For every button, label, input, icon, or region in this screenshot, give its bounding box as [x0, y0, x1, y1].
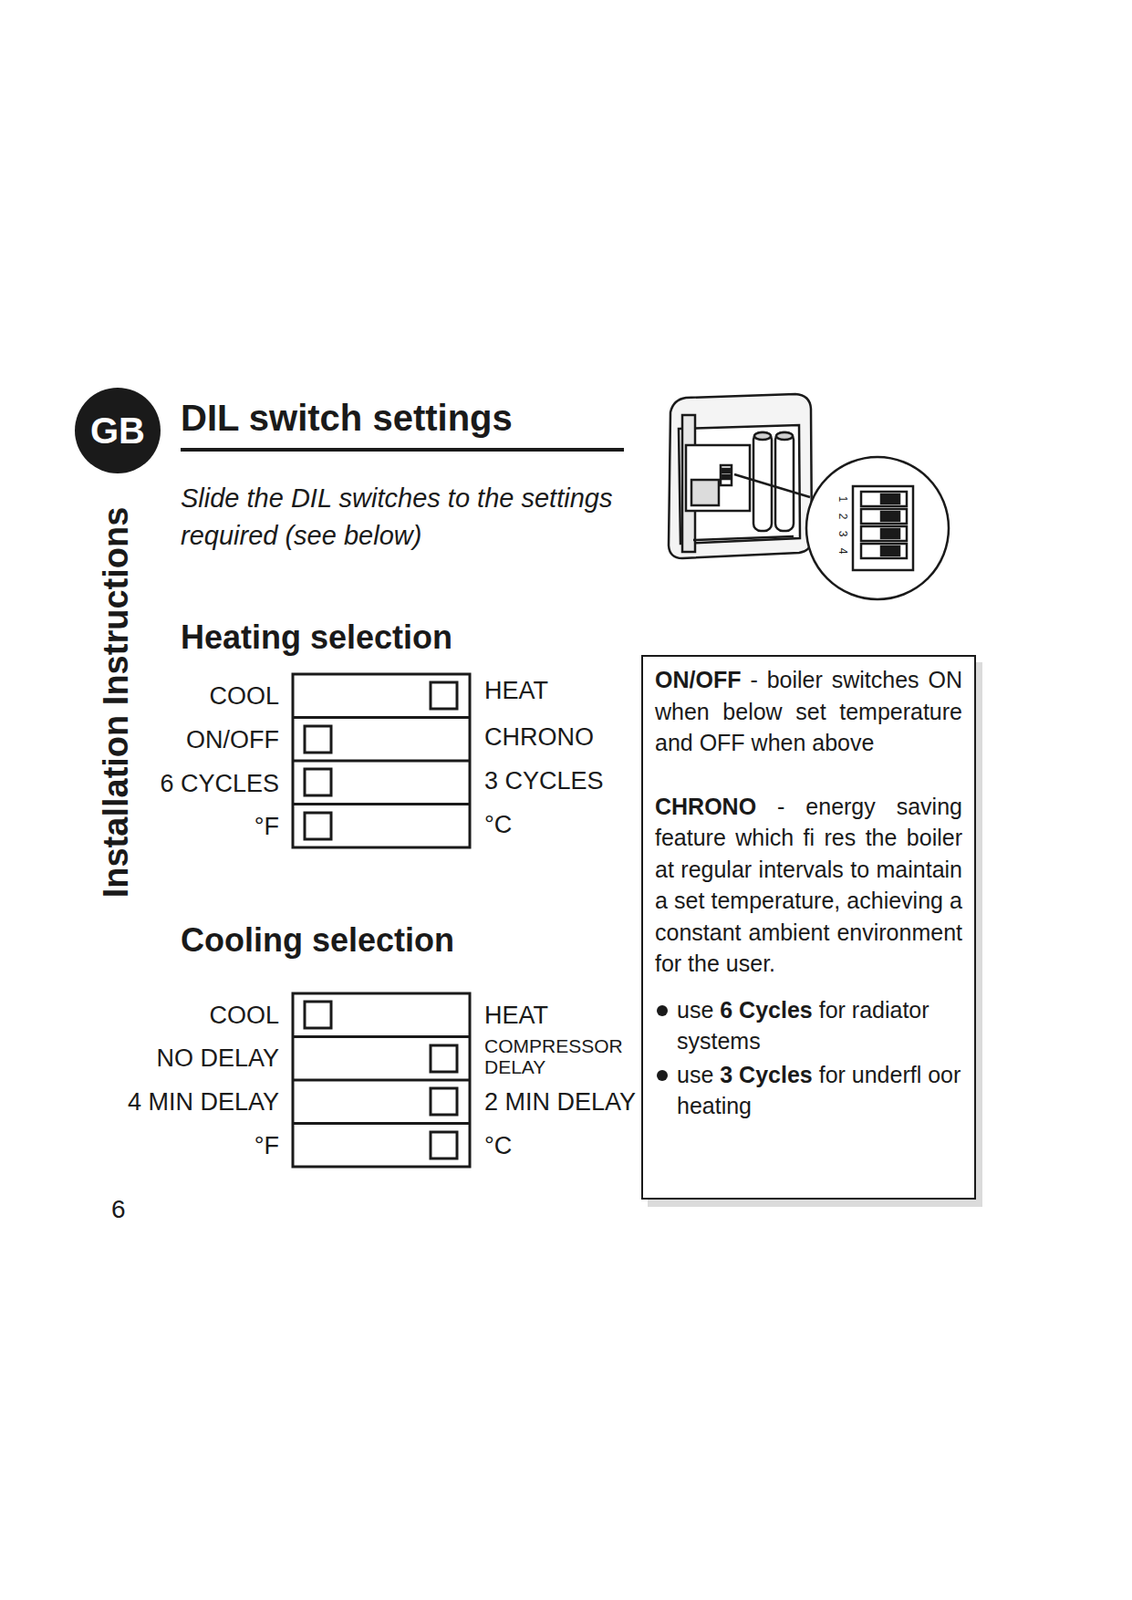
bullet-text: for underfl oor heating — [676, 1061, 961, 1120]
paragraph: CHRONO - energy saving feature which fi … — [654, 790, 963, 980]
title-rule — [180, 447, 624, 452]
cooling-switch-table — [292, 993, 470, 1167]
term: ON/OFF — [654, 666, 741, 693]
bullet-emphasis: 6 Cycles — [719, 996, 812, 1023]
language-badge: GB — [74, 387, 161, 474]
section-heading: Heating selection — [180, 618, 453, 657]
switch-label: COOL — [208, 681, 280, 711]
heating-switch-table — [292, 674, 470, 848]
switch-label: °F — [254, 1131, 280, 1161]
switch-label: HEAT — [484, 675, 549, 706]
switch-number: 2 — [836, 513, 850, 520]
badge-text: GB — [90, 410, 146, 451]
instruction-text: Slide the DIL switches to the settings r… — [180, 479, 637, 555]
switch-label: °C — [484, 810, 512, 840]
switch-label: COOL — [208, 1000, 280, 1030]
definition: - energy saving feature which fi res the… — [654, 793, 963, 977]
page-number: 6 — [111, 1194, 126, 1225]
switch-label: NO DELAY — [155, 1043, 280, 1073]
paragraph: use 3 Cycles for underfl oor heating — [654, 1059, 963, 1122]
page-title: DIL switch settings — [180, 395, 513, 440]
switch-label: ON/OFF — [186, 725, 280, 755]
switch-number: 3 — [836, 530, 850, 538]
switch-label: 2 MIN DELAY — [484, 1087, 636, 1117]
switch-label: 4 MIN DELAY — [127, 1087, 280, 1117]
switch-number: 4 — [836, 548, 850, 555]
switch-label: 6 CYCLES — [159, 768, 280, 799]
bullet-emphasis: 3 Cycles — [719, 1061, 812, 1088]
switch-number: 1 — [836, 496, 850, 503]
switch-label: °F — [254, 811, 280, 842]
term: CHRONO — [654, 793, 757, 820]
bullet-text: use — [676, 996, 714, 1023]
info-box: ON/OFF - boiler switches ON when below s… — [641, 654, 977, 1200]
bullet-text: use — [676, 1061, 714, 1088]
thermostat-illustration — [668, 394, 949, 600]
paragraph: use 6 Cycles for radiator systems — [654, 994, 963, 1058]
paragraph: ON/OFF - boiler switches ON when below s… — [654, 664, 963, 759]
switch-label: HEAT — [484, 1000, 549, 1030]
switch-label: 3 CYCLES — [484, 766, 604, 796]
switch-label: °C — [484, 1131, 512, 1161]
section-heading: Cooling selection — [180, 921, 455, 960]
switch-label: COMPRESSOR DELAY — [484, 1035, 622, 1078]
switch-label: CHRONO — [484, 722, 594, 752]
section-tab: Installation Instructions — [95, 507, 136, 899]
